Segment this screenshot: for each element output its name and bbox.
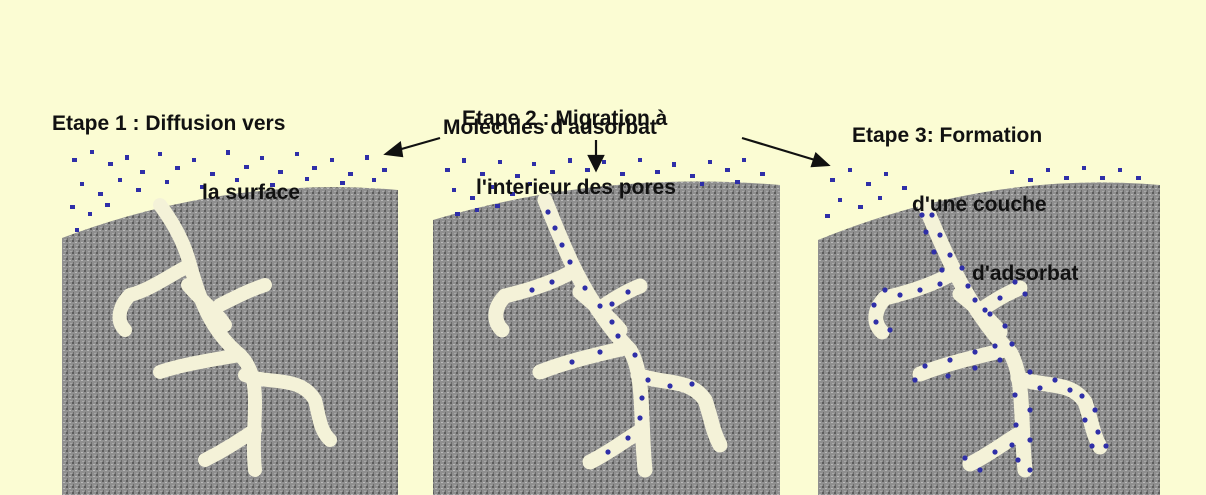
molecules-label: Molecules d'adsorbat [443,116,657,139]
step-2-line-2: l'interieur des pores [462,176,676,199]
step-1-line-1: Etape 1 : Diffusion vers [52,112,300,135]
arrow-to-panel-3 [742,138,828,166]
step-3-label: Etape 3: Formation d'une couche d'adsorb… [852,78,1079,331]
step-1-label: Etape 1 : Diffusion vers la surface [52,66,300,250]
step-1-line-2: la surface [52,181,300,204]
arrow-to-panel-1 [386,138,440,156]
step-2-label: Etape 2 : Migration à l'interieur des po… [462,61,676,245]
step-3-line-1: Etape 3: Formation [852,124,1079,147]
step-3-line-2: d'une couche [852,193,1079,216]
step-3-line-3: d'adsorbat [852,262,1079,285]
